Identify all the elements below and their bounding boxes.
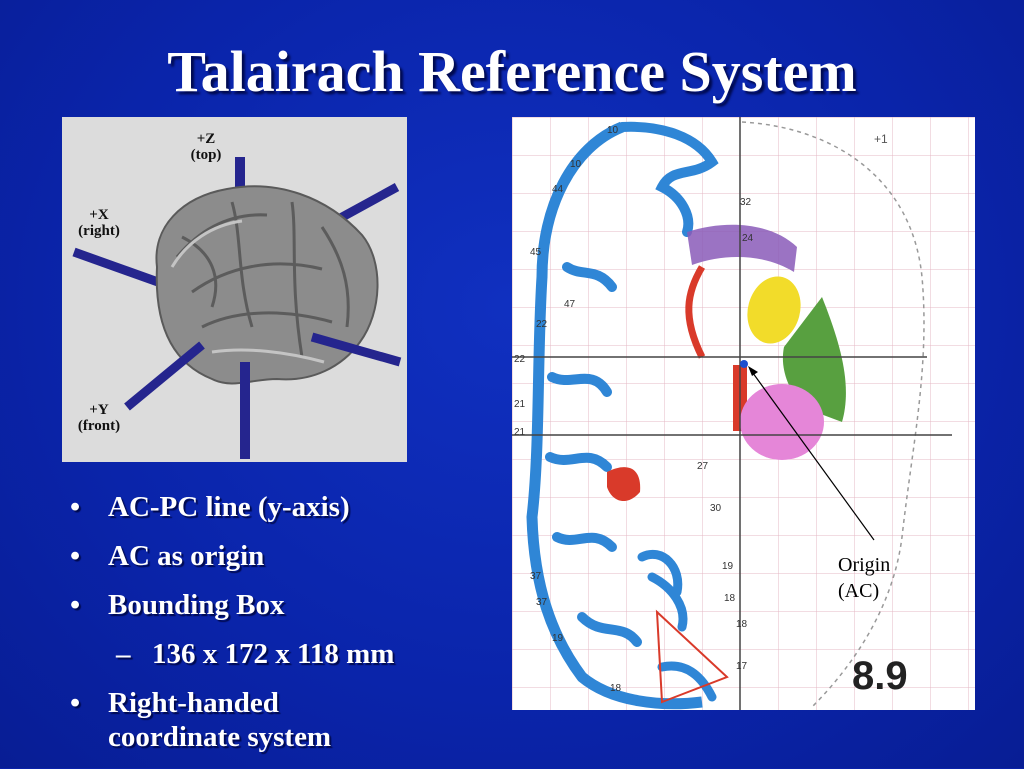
brain-shape [155, 185, 379, 385]
sub-bullet-marker: – [116, 638, 131, 670]
region-number: 37 [530, 571, 542, 582]
region-numbers: 10 10 44 45 47 22 22 21 21 37 37 19 18 3… [514, 125, 754, 694]
bullet-item: • Bounding Box [66, 588, 486, 622]
bullet-text: AC-PC line (y-axis) [108, 491, 350, 523]
region-number: 21 [514, 399, 526, 410]
red-curve [685, 265, 706, 359]
x-axis-label: +X (right) [78, 207, 120, 239]
bullet-text: AC as origin [108, 540, 265, 572]
brain-illustration [72, 157, 402, 459]
origin-arrowhead [748, 366, 758, 376]
region-number: 10 [607, 125, 619, 136]
brain-highlights [170, 219, 325, 364]
y-axis-rod-front [124, 341, 205, 411]
brain-axes-figure: +Z (top) +X (right) +Y (front) [62, 117, 407, 462]
pink-region [740, 384, 824, 460]
region-number: 22 [514, 354, 526, 365]
brain-sulci [175, 201, 350, 358]
bullet-text: Bounding Box [108, 589, 285, 621]
origin-arrow [749, 368, 875, 541]
bullet-list: • AC-PC line (y-axis) • AC as origin • B… [66, 490, 486, 769]
origin-label-line1: Origin [838, 554, 891, 576]
x-axis-rod-neg [72, 247, 174, 292]
sub-bullet-text: 136 x 172 x 118 mm [152, 638, 395, 670]
region-number: 22 [536, 319, 548, 330]
page-number: 8.9 [852, 654, 908, 698]
red-fan [655, 609, 729, 704]
bullet-marker: • [70, 589, 81, 621]
region-number: 32 [740, 197, 752, 208]
region-number: 27 [697, 461, 709, 472]
region-number: 30 [710, 503, 722, 514]
region-number: 21 [514, 427, 526, 438]
region-number: 44 [552, 184, 564, 195]
cortex-outer [526, 121, 703, 710]
cortex-gyri [545, 121, 719, 647]
x-axis-rod-pos [310, 332, 402, 367]
region-number: 19 [722, 561, 734, 572]
region-number: 18 [610, 683, 622, 694]
bullet-marker: • [70, 540, 81, 572]
z-axis-label: +Z (top) [190, 131, 222, 163]
origin-annotation: Origin (AC) [838, 552, 890, 604]
purple-region [687, 224, 797, 272]
origin-marker [740, 360, 748, 368]
y-axis-label: +Y (front) [77, 402, 121, 434]
region-number: 47 [564, 299, 576, 310]
sub-bullet-item: – 136 x 172 x 118 mm [66, 637, 486, 671]
cortex-inner [637, 550, 717, 702]
origin-label-line2: (AC) [838, 580, 880, 602]
region-number: 45 [530, 247, 542, 258]
bullet-text: Right-handed coordinate system [108, 687, 332, 753]
atlas-slice-figure: 10 10 44 45 47 22 22 21 21 37 37 19 18 3… [512, 117, 975, 710]
slide-title: Talairach Reference System [167, 39, 857, 104]
region-number: 18 [724, 593, 736, 604]
region-number: 17 [736, 661, 748, 672]
yellow-region [747, 276, 801, 344]
bullet-marker: • [70, 491, 81, 523]
region-number: 10 [570, 159, 582, 170]
region-number: 24 [742, 233, 754, 244]
red-small-region [607, 467, 641, 502]
region-number: 18 [736, 619, 748, 630]
region-number: 37 [536, 597, 548, 608]
region-number: 19 [552, 633, 564, 644]
bullet-item: • Right-handed coordinate system [66, 686, 408, 754]
atlas-illustration: 10 10 44 45 47 22 22 21 21 37 37 19 18 3… [512, 117, 975, 710]
corner-label: +1 [874, 132, 888, 146]
bullet-item: • AC as origin [66, 539, 486, 573]
bullet-item: • AC-PC line (y-axis) [66, 490, 486, 524]
bullet-marker: • [70, 687, 81, 719]
